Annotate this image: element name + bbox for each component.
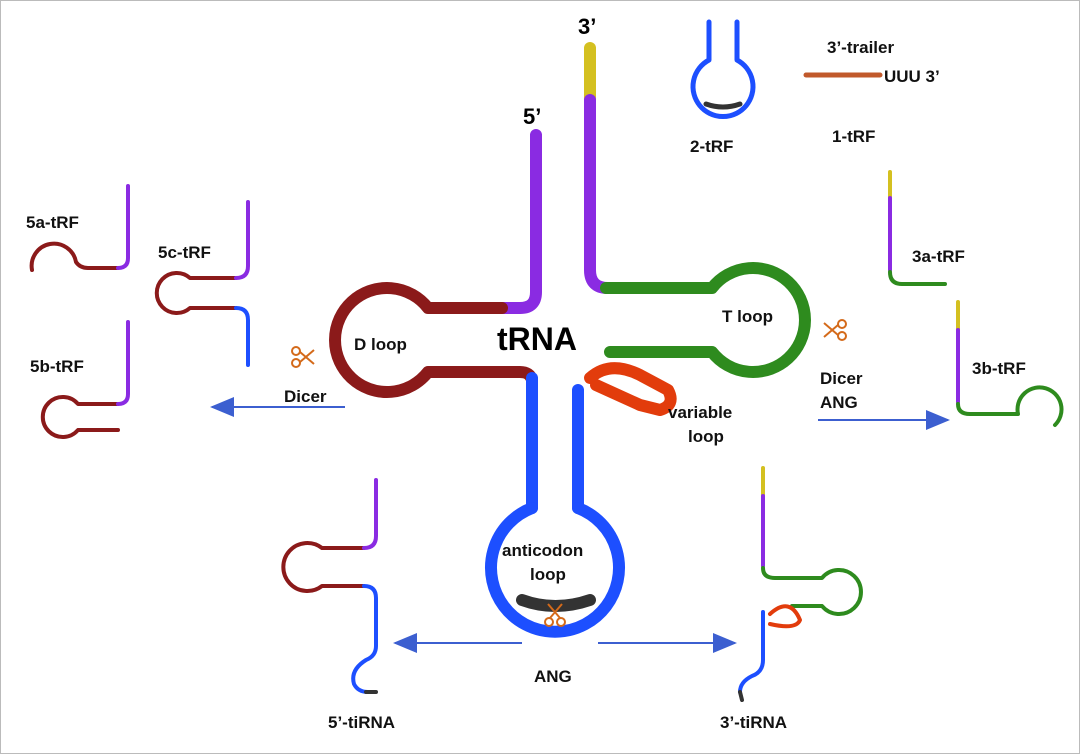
trailer-label: 3’-trailer bbox=[827, 38, 894, 57]
frag-2trf-shape bbox=[690, 19, 756, 119]
frag-5btrf-shape bbox=[40, 395, 120, 439]
frag-3tirna-label: 3’-tiRNA bbox=[720, 713, 787, 732]
five-prime-label: 5’ bbox=[523, 104, 541, 129]
t-loop bbox=[600, 262, 811, 378]
anticodon-label: anticodon bbox=[502, 541, 583, 560]
frag-5ctrf-label: 5c-tRF bbox=[158, 243, 211, 262]
trna-molecule bbox=[329, 42, 811, 638]
frag-5atrf-shape bbox=[29, 241, 120, 272]
frag-5tirna-shape bbox=[281, 541, 366, 593]
d-loop-label: D loop bbox=[354, 335, 407, 354]
five-prime-arm bbox=[496, 129, 542, 314]
d-loop bbox=[329, 282, 538, 398]
uuu-label: UUU 3’ bbox=[884, 67, 940, 86]
anticodon-loop-label: loop bbox=[530, 565, 566, 584]
dicer-right-label: Dicer bbox=[820, 369, 863, 388]
frag-3atrf-label: 3a-tRF bbox=[912, 247, 965, 266]
variable-loop-label: loop bbox=[688, 427, 724, 446]
frag-1trf-label: 1-tRF bbox=[832, 127, 875, 146]
frag-5tirna-label: 5’-tiRNA bbox=[328, 713, 395, 732]
three-prime-label: 3’ bbox=[578, 14, 596, 39]
variable-loop bbox=[584, 362, 677, 416]
ang-bottom-label: ANG bbox=[534, 667, 572, 686]
anticodon-loop bbox=[485, 502, 625, 638]
scissors-icon-anticodon bbox=[544, 603, 566, 627]
t-loop-label: T loop bbox=[722, 307, 773, 326]
anticodon-cut-region bbox=[516, 594, 596, 612]
dicer-left-label: Dicer bbox=[284, 387, 327, 406]
trna-label: tRNA bbox=[497, 321, 577, 357]
variable-label: variable bbox=[668, 403, 732, 422]
scissors-icon-tloop bbox=[823, 319, 847, 341]
arrows bbox=[210, 397, 950, 653]
frag-5ctrf-shape bbox=[154, 271, 238, 315]
frag-5atrf-label: 5a-tRF bbox=[26, 213, 79, 232]
three-prime-arm bbox=[584, 94, 614, 294]
ang-right-label: ANG bbox=[820, 393, 858, 412]
frag-3btrf-label: 3b-tRF bbox=[972, 359, 1026, 378]
frag-5btrf-label: 5b-tRF bbox=[30, 357, 84, 376]
frag-2trf-label: 2-tRF bbox=[690, 137, 733, 156]
scissors-icon-dloop bbox=[291, 346, 315, 368]
